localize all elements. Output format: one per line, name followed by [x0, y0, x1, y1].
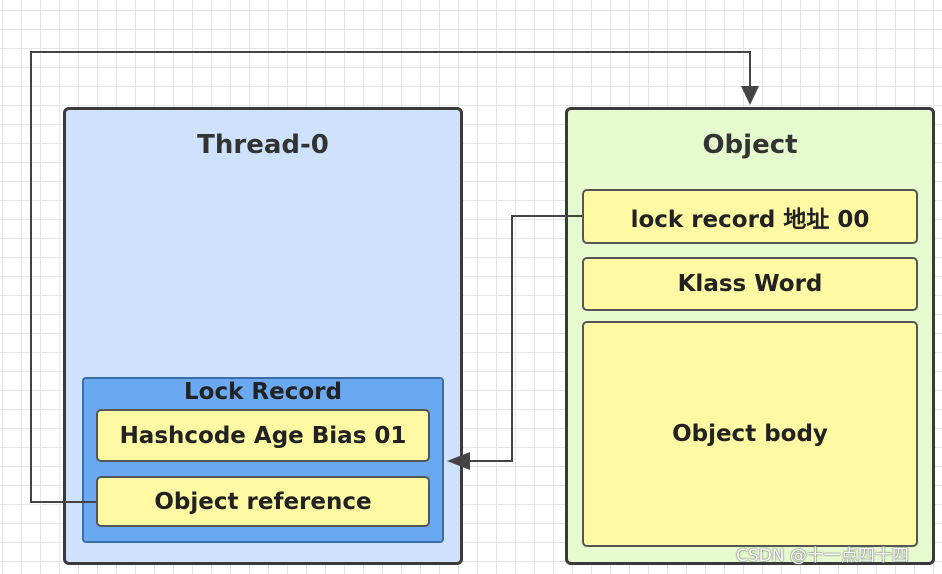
mark-word-lock-record-cell: lock record 地址 00 [582, 189, 918, 244]
object-reference-arrow [30, 51, 751, 503]
object-reference-cell: Object reference [96, 476, 430, 527]
lock-record-pointer-arrow [466, 215, 582, 462]
csdn-watermark: CSDN @十一点四十四 [736, 546, 909, 566]
thread-0-title: Thread-0 [197, 130, 329, 160]
object-body-cell: Object body [582, 321, 918, 547]
object-title: Object [702, 130, 798, 160]
object-reference-arrowhead [741, 86, 759, 105]
hashcode-age-bias-cell: Hashcode Age Bias 01 [96, 409, 430, 462]
lock-record-title: Lock Record [184, 379, 342, 405]
lock-record-pointer-arrowhead [447, 452, 470, 470]
klass-word-cell: Klass Word [582, 257, 918, 311]
